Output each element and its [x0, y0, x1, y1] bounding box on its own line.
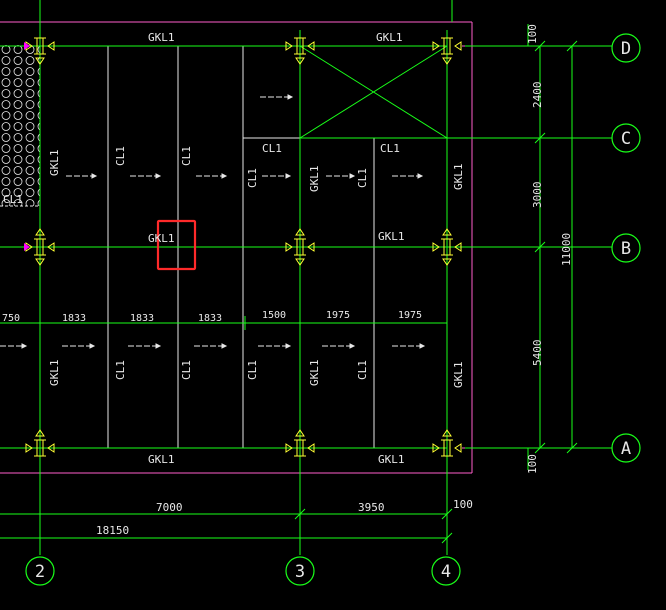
span-arrows — [0, 94, 426, 349]
highlight-box[interactable] — [156, 219, 197, 271]
axis-bubbles — [25, 33, 641, 586]
beam-label-gkl1-mid-left: GKL1 — [148, 232, 175, 245]
beam-label-gkl1-v-col4-upper: GKL1 — [452, 164, 465, 191]
beam-label-gkl1-top-left: GKL1 — [148, 31, 175, 44]
beam-label-cl1-v-3: CL1 — [246, 168, 259, 188]
dimension-ticks — [294, 40, 578, 544]
support-symbols — [25, 37, 462, 457]
beam-label-cl1-v-8: CL1 — [356, 360, 369, 380]
beam-label-gkl1-bottom-left: GKL1 — [148, 453, 175, 466]
beam-label-cl1-c-left: CL1 — [262, 142, 282, 155]
dim-subspan-1: 750 — [2, 313, 20, 324]
dim-b-a: 5400 — [531, 340, 544, 367]
dim-subspan-2: 1833 — [62, 313, 86, 324]
dim-bottom-v: 100 — [526, 454, 539, 474]
dim-subspan-6: 1975 — [326, 310, 350, 321]
dim-subspan-5: 1500 — [262, 310, 286, 321]
main-beams — [0, 0, 612, 555]
edge-markers — [24, 42, 30, 251]
dim-edge-h: 100 — [453, 498, 473, 511]
dim-top-v: 100 — [526, 24, 539, 44]
dim-d-c: 2400 — [531, 82, 544, 109]
dim-span-3-4: 3950 — [358, 501, 385, 514]
beam-label-gkl1-v-col4-lower: GKL1 — [452, 362, 465, 389]
dim-subspan-4: 1833 — [198, 313, 222, 324]
dim-span-2-3: 7000 — [156, 501, 183, 514]
dim-total-h: 18150 — [96, 524, 129, 537]
beam-label-cl1-v-7: CL1 — [246, 360, 259, 380]
dim-subspan-7: 1975 — [398, 310, 422, 321]
beam-label-cl1-v-1: CL1 — [114, 146, 127, 166]
beam-label-cl1-v-5: CL1 — [114, 360, 127, 380]
beam-label-gkl1-v-col2-lower: GKL1 — [48, 360, 61, 387]
beam-label-cl1-edge: CL1 — [3, 193, 23, 206]
beam-label-cl1-c-right: CL1 — [380, 142, 400, 155]
axis-label-3: 3 — [295, 562, 305, 582]
beam-label-gkl1-mid-right: GKL1 — [378, 230, 405, 243]
beam-label-gkl1-v-col2-upper: GKL1 — [48, 150, 61, 177]
dim-subspan-3: 1833 — [130, 313, 154, 324]
axis-label-b: B — [621, 239, 631, 259]
dim-total-v: 11000 — [560, 233, 573, 266]
axis-label-a: A — [621, 439, 631, 459]
beam-label-gkl1-bottom-right: GKL1 — [378, 453, 405, 466]
dim-c-b: 3000 — [531, 182, 544, 209]
beam-label-cl1-v-6: CL1 — [180, 360, 193, 380]
beam-label-gkl1-v-col3-upper: GKL1 — [308, 166, 321, 193]
axis-label-c: C — [621, 129, 631, 149]
beam-label-gkl1-v-col3-lower: GKL1 — [308, 360, 321, 387]
hatched-area — [0, 44, 41, 207]
axis-label-d: D — [621, 39, 631, 59]
beam-label-cl1-v-4: CL1 — [356, 168, 369, 188]
beam-label-cl1-v-2: CL1 — [180, 146, 193, 166]
beam-label-gkl1-top-right: GKL1 — [376, 31, 403, 44]
axis-label-2: 2 — [35, 562, 45, 582]
axis-label-4: 4 — [441, 562, 451, 582]
